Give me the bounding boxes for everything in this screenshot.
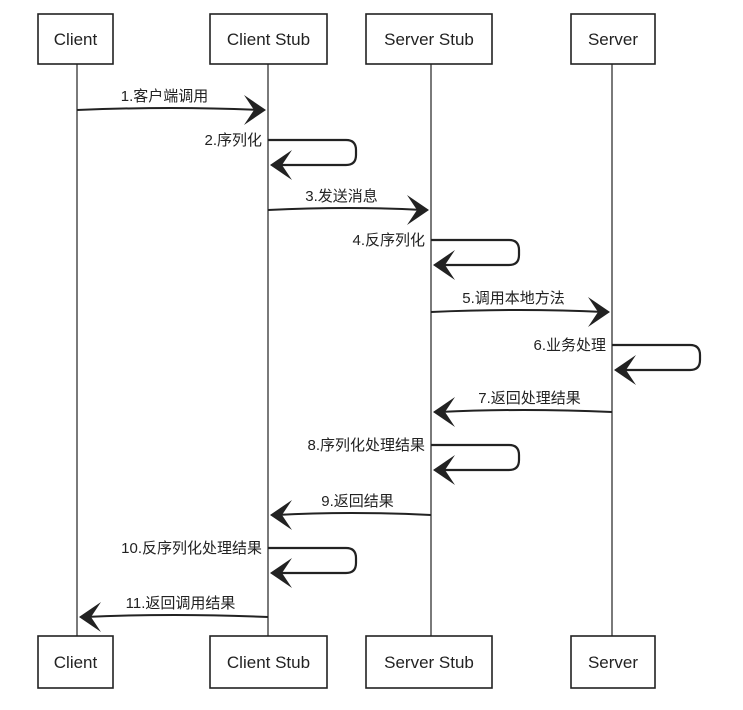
- participant-label-top-server-stub: Server Stub: [384, 30, 474, 49]
- message-4-arrowhead: [433, 250, 455, 280]
- message-4-label: 4.反序列化: [352, 232, 425, 249]
- message-7-line: [438, 409, 613, 413]
- participant-label-bottom-server-stub: Server Stub: [384, 653, 474, 672]
- participant-label-bottom-client-stub: Client Stub: [227, 653, 310, 672]
- message-11-line: [84, 614, 269, 618]
- message-10-label: 10.反序列化处理结果: [121, 540, 262, 557]
- message-2-loop: [268, 138, 358, 167]
- message-6-arrowhead: [614, 355, 636, 385]
- message-10-loop: [268, 546, 358, 575]
- message-5-arrowhead: [588, 297, 610, 327]
- message-1-label: 1.客户端调用: [121, 88, 209, 105]
- message-11-arrowhead: [79, 602, 101, 632]
- message-3-line: [267, 207, 424, 211]
- message-5-line: [430, 309, 605, 313]
- participant-box-top-server: [570, 13, 656, 65]
- participant-box-bottom-client-stub: [209, 635, 328, 689]
- message-10-arrowhead: [270, 558, 292, 588]
- participant-box-bottom-server-stub: [365, 635, 493, 689]
- participant-label-bottom-client: Client: [54, 653, 98, 672]
- message-3-arrowhead: [407, 195, 429, 225]
- message-9-arrowhead: [270, 500, 292, 530]
- message-11-label: 11.返回调用结果: [126, 595, 236, 612]
- participant-label-top-client: Client: [54, 30, 98, 49]
- message-1-arrowhead: [244, 95, 266, 125]
- message-5-label: 5.调用本地方法: [462, 290, 565, 307]
- participant-label-top-client-stub: Client Stub: [227, 30, 310, 49]
- message-6-label: 6.业务处理: [533, 337, 606, 354]
- participant-box-top-server-stub: [365, 13, 493, 65]
- participant-box-top-client: [37, 13, 114, 65]
- message-4-loop: [431, 238, 521, 267]
- message-9-label: 9.返回结果: [321, 493, 394, 510]
- participant-box-top-client-stub: [209, 13, 328, 65]
- message-7-arrowhead: [433, 397, 455, 427]
- message-8-loop: [431, 443, 521, 472]
- participant-label-top-server: Server: [588, 30, 638, 49]
- message-2-arrowhead: [270, 150, 292, 180]
- message-2-label: 2.序列化: [204, 132, 262, 149]
- message-7-label: 7.返回处理结果: [478, 390, 581, 407]
- participant-box-bottom-server: [570, 635, 656, 689]
- message-8-arrowhead: [433, 455, 455, 485]
- message-8-label: 8.序列化处理结果: [307, 437, 425, 454]
- message-3-label: 3.发送消息: [305, 188, 378, 205]
- participant-label-bottom-server: Server: [588, 653, 638, 672]
- message-1-line: [76, 107, 261, 111]
- message-6-loop: [612, 343, 702, 372]
- participant-box-bottom-client: [37, 635, 114, 689]
- message-9-line: [275, 512, 432, 516]
